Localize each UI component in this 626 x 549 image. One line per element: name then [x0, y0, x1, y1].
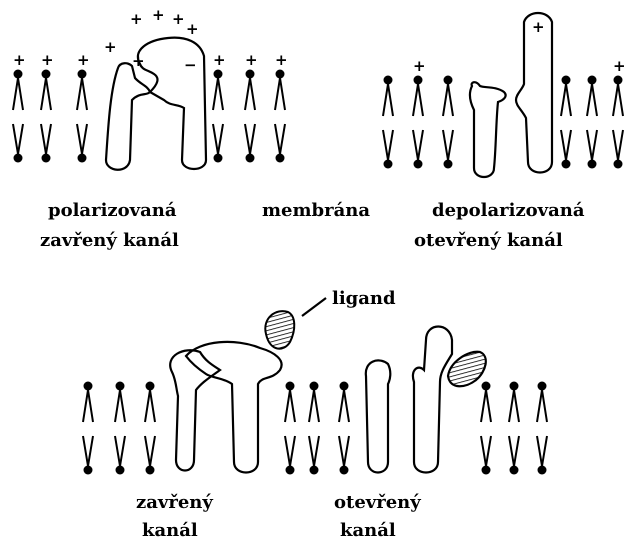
- phospholipid: +: [41, 51, 54, 163]
- plus-sign: +: [186, 20, 199, 38]
- phospholipid: [443, 76, 453, 169]
- label-closed-channel-top: zavřený kanál: [40, 230, 179, 251]
- phospholipid: [481, 382, 491, 475]
- free-ligand: [265, 298, 326, 349]
- plus-sign: +: [413, 57, 426, 75]
- plus-sign: +: [213, 51, 226, 69]
- charge-signs-top-left: + + + + + + −: [104, 6, 199, 74]
- top-labels: polarizovaná zavřený kanál membrána depo…: [40, 200, 585, 251]
- phospholipid: +: [13, 51, 26, 163]
- label-depolarized: depolarizovaná: [432, 200, 585, 221]
- phospholipid: [537, 382, 547, 475]
- bottom-labels: zavřený kanál otevřený kanál: [136, 492, 421, 541]
- phospholipid: [115, 382, 125, 475]
- top-left-membrane: + + + + + +: [13, 51, 288, 163]
- plus-sign: +: [613, 57, 626, 75]
- label-open-channel-top: otevřený kanál: [414, 230, 563, 251]
- phospholipid: [509, 382, 519, 475]
- phospholipid: [339, 382, 349, 475]
- plus-sign: +: [41, 51, 54, 69]
- label-ligand: ligand: [332, 288, 396, 309]
- phospholipid: +: [413, 57, 426, 169]
- open-voltage-channel: [470, 13, 552, 177]
- closed-ligand-channel: [170, 342, 281, 473]
- plus-sign: +: [275, 51, 288, 69]
- minus-sign: −: [184, 56, 197, 74]
- plus-sign: +: [532, 18, 545, 36]
- label-channel-open-bottom: kanál: [340, 520, 396, 541]
- phospholipid: [285, 382, 295, 475]
- phospholipid: [309, 382, 319, 475]
- phospholipid: +: [213, 51, 226, 163]
- label-polarized: polarizovaná: [48, 200, 177, 221]
- phospholipid: [83, 382, 93, 475]
- phospholipid: +: [245, 51, 258, 163]
- plus-sign: +: [77, 51, 90, 69]
- phospholipid: +: [77, 51, 90, 163]
- plus-sign: +: [104, 38, 117, 56]
- plus-sign: +: [132, 52, 145, 70]
- open-ligand-channel: [366, 327, 486, 473]
- phospholipid: +: [613, 57, 626, 169]
- phospholipid: +: [275, 51, 288, 163]
- bottom-membrane: [83, 382, 547, 475]
- label-open-bottom: otevřený: [334, 492, 421, 513]
- label-membrane: membrána: [262, 200, 370, 221]
- label-closed-bottom: zavřený: [136, 492, 213, 513]
- plus-sign: +: [245, 51, 258, 69]
- phospholipid: [383, 76, 393, 169]
- plus-sign: +: [152, 6, 165, 24]
- phospholipid: [587, 76, 597, 169]
- phospholipid: [561, 76, 571, 169]
- plus-sign: +: [13, 51, 26, 69]
- top-right-membrane: ++: [383, 57, 626, 169]
- label-channel-closed-bottom: kanál: [142, 520, 198, 541]
- phospholipid: [145, 382, 155, 475]
- plus-sign: +: [130, 10, 143, 28]
- plus-sign: +: [172, 10, 185, 28]
